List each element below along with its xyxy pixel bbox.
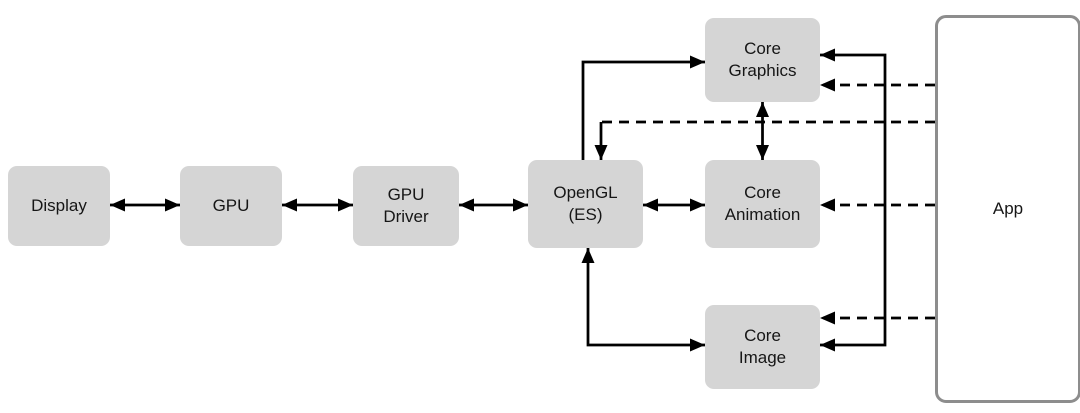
node-core-graphics: Core Graphics <box>705 18 820 102</box>
arrowhead <box>165 198 180 212</box>
arrow-opengl-coreimage <box>581 248 705 352</box>
node-app: App <box>935 15 1080 403</box>
node-app-label: App <box>992 198 1024 218</box>
arrowhead <box>756 102 769 117</box>
node-gpu-driver-label: GPU Driver <box>383 184 429 226</box>
node-gpu-label: GPU <box>212 195 250 215</box>
node-core-animation-label: Core Animation <box>724 182 801 224</box>
arrowhead <box>756 145 769 160</box>
node-display-label: Display <box>31 195 87 215</box>
node-gpu-driver: GPU Driver <box>353 166 459 246</box>
connector-line <box>581 60 705 160</box>
arrow-opengl-coreanimation <box>643 198 705 212</box>
connector-line <box>820 53 887 347</box>
arrow-opengl-coregraphics <box>581 55 705 160</box>
node-opengl-label: OpenGL (ES) <box>553 182 618 224</box>
arrow-app-opengl-dashed <box>594 120 935 160</box>
arrowhead <box>338 198 353 212</box>
arrowhead <box>820 338 835 352</box>
arrow-display-gpu <box>110 198 180 212</box>
arrow-app-coregraphics-dashed <box>820 78 935 92</box>
arrow-gpudriver-opengl <box>459 198 528 212</box>
arrow-gpu-gpudriver <box>282 198 353 212</box>
arrowhead <box>643 198 658 212</box>
arrowhead <box>820 311 835 325</box>
arrowhead <box>513 198 528 212</box>
arrow-app-coreanimation-dashed <box>820 198 935 212</box>
node-opengl: OpenGL (ES) <box>528 160 643 248</box>
arrowhead <box>282 198 297 212</box>
node-core-animation: Core Animation <box>705 160 820 248</box>
node-display: Display <box>8 166 110 246</box>
arrowhead <box>820 48 835 62</box>
arrowhead <box>820 198 835 212</box>
arrow-coregraphics-coreanimation <box>756 102 769 160</box>
arrow-app-coreimage-dashed <box>820 311 935 325</box>
arrowhead <box>594 145 608 160</box>
arrowhead <box>690 198 705 212</box>
arrow-app-coregraphics-coreimage-solid <box>820 48 887 352</box>
arrowhead <box>581 248 595 263</box>
node-core-image: Core Image <box>705 305 820 389</box>
arrowhead <box>459 198 474 212</box>
arrowhead <box>110 198 125 212</box>
node-core-graphics-label: Core Graphics <box>728 38 797 80</box>
arrowhead <box>820 78 835 92</box>
arrowhead <box>690 338 705 352</box>
arrowhead <box>690 55 705 69</box>
node-gpu: GPU <box>180 166 282 246</box>
node-core-image-label: Core Image <box>738 325 787 367</box>
connector-line <box>586 248 705 347</box>
